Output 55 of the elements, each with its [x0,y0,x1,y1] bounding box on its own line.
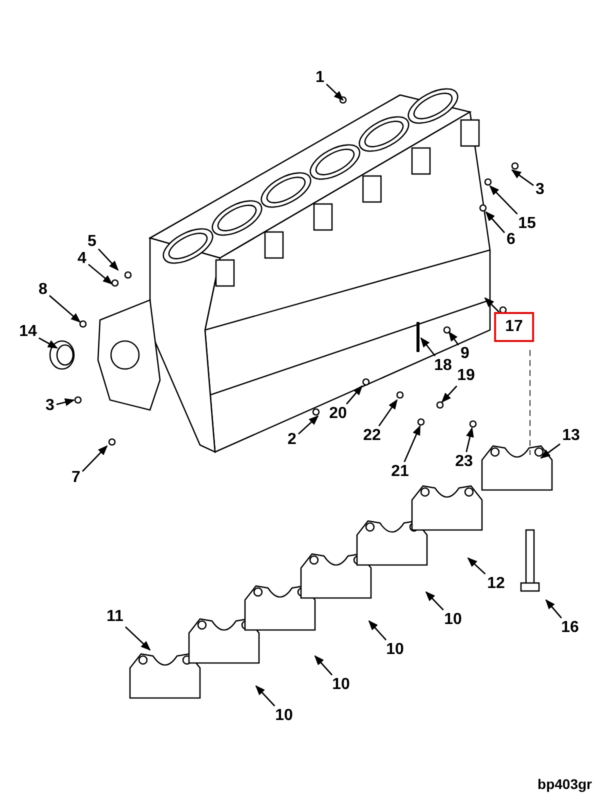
callout-number: 11 [104,607,126,627]
leader-arrow [420,337,436,356]
callout-number: 9 [458,344,472,364]
callout-number: 3 [44,396,56,416]
leader-arrow [298,415,319,435]
callout-number: 10 [384,640,406,660]
leader-arrow [38,337,58,349]
callout-number: 12 [485,574,507,594]
callout-number: 8 [36,280,50,300]
callout-number: 10 [273,706,295,726]
callout-number: 10 [330,675,352,695]
leader-arrow [540,443,561,459]
leader-arrow [404,425,421,462]
leader-arrow [545,599,562,618]
callout-number: 13 [560,426,582,446]
leader-arrow [88,264,113,285]
leader-arrow [346,385,363,404]
figure-code: bp403gr [538,776,592,792]
callout-number: 5 [86,232,98,252]
leader-arrow [124,626,151,651]
callout-number: 20 [327,404,349,424]
callout-number: 22 [361,426,383,446]
callout-number: 15 [516,214,538,234]
callout-number: 16 [559,618,581,638]
leader-arrow [489,185,518,214]
leader-arrow [425,591,444,610]
callout-number: 7 [70,468,82,488]
callout-number: 23 [453,452,475,472]
leader-arrow [98,248,119,271]
callout-number: 3 [534,180,546,200]
callout-number: 21 [389,462,411,482]
leader-arrow [255,685,276,706]
leader-arrow [511,169,534,186]
leader-arrow [326,84,344,101]
leader-arrow [484,297,500,312]
leader-arrow [485,211,506,234]
leader-arrow [441,386,458,403]
callout-number: 10 [442,610,464,630]
callout-number: 14 [17,322,39,342]
leader-arrow [56,398,75,406]
leader-arrow [314,655,333,676]
boxed-callout-number: 17 [494,312,534,342]
leader-arrow [378,399,398,426]
callout-number: 4 [76,249,88,269]
leader-arrow [448,331,460,346]
callout-number: 19 [455,366,477,386]
leader-arrow [49,295,81,323]
leader-arrow [467,557,486,575]
callout-number: 1 [314,68,326,88]
callout-number: 2 [286,430,298,450]
callout-number: 18 [432,356,454,376]
callout-number: 6 [504,230,518,250]
leader-arrow [466,427,474,452]
leader-arrow [82,445,108,472]
leader-arrow [368,620,387,640]
